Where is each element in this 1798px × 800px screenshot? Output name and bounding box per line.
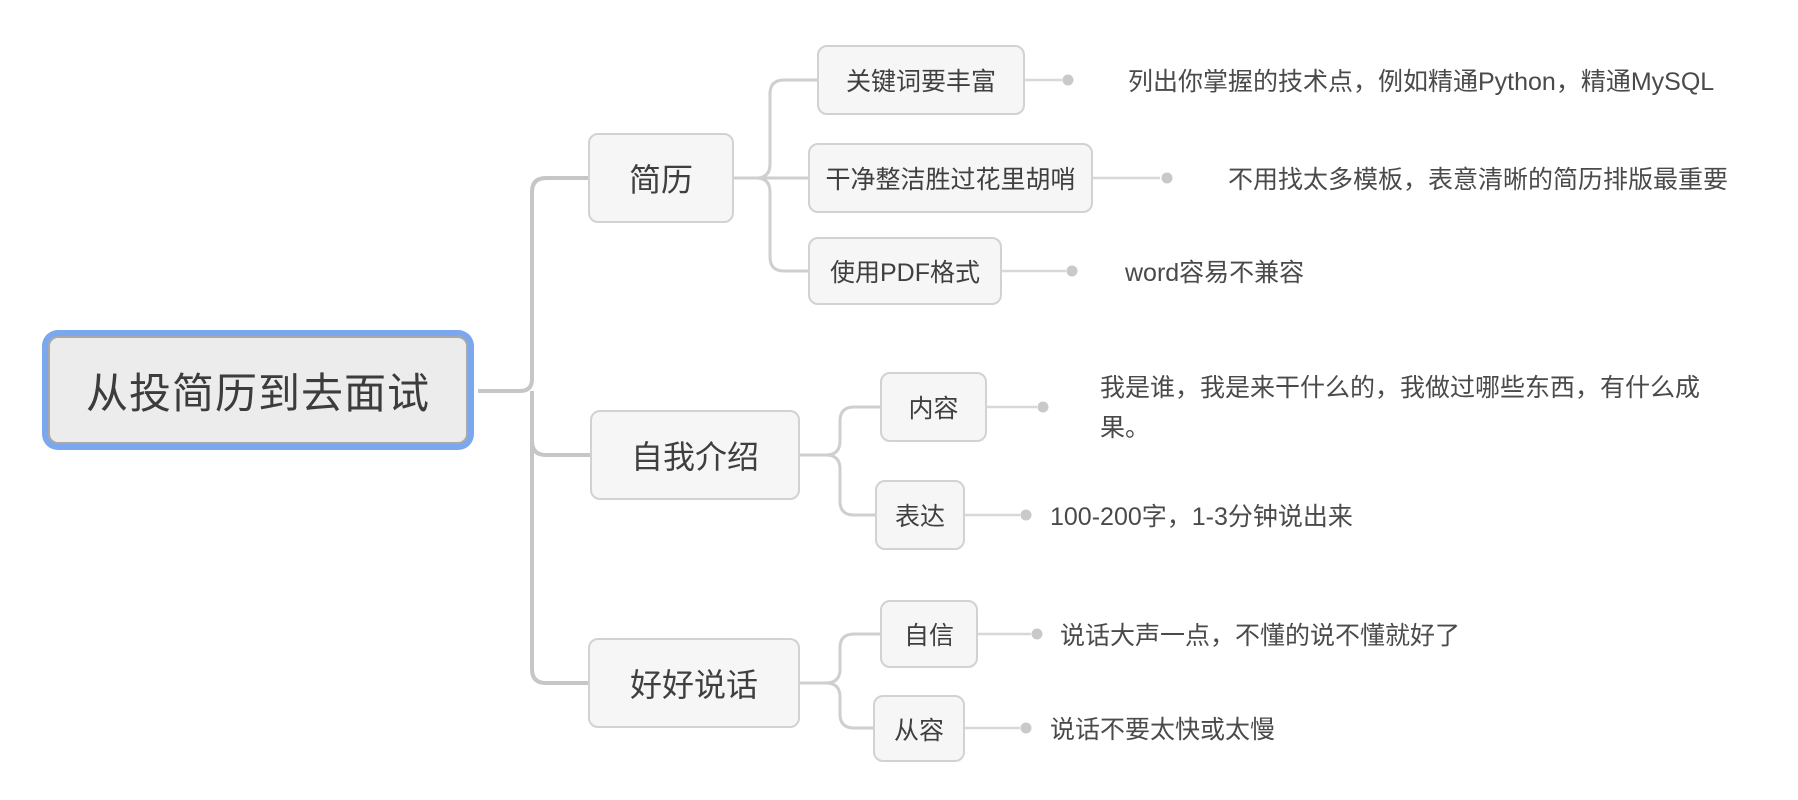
note-composure[interactable]: 说话不要太快或太慢: [1050, 716, 1276, 744]
sub-topic-confidence[interactable]: 自信: [880, 600, 978, 668]
root-topic[interactable]: 从投简历到去面试: [48, 336, 468, 444]
sub-topic-clean-layout[interactable]: 干净整洁胜过花里胡哨: [808, 143, 1093, 213]
sub-topic-expression[interactable]: 表达: [875, 480, 965, 550]
branch-topic-self-intro[interactable]: 自我介绍: [590, 410, 800, 500]
note-pdf-format[interactable]: word容易不兼容: [1125, 259, 1305, 287]
sub-branch-connectors: [734, 78, 880, 730]
note-confidence[interactable]: 说话大声一点，不懂的说不懂就好了: [1060, 622, 1461, 650]
branch-topic-resume[interactable]: 简历: [588, 133, 734, 223]
sub-topic-pdf-format[interactable]: 使用PDF格式: [808, 237, 1002, 305]
leaf-dots: [1020, 74, 1173, 734]
leaf-connectors: [965, 78, 1160, 730]
sub-topic-composure[interactable]: 从容: [873, 695, 965, 762]
sub-topic-content[interactable]: 内容: [880, 372, 987, 442]
note-clean-layout[interactable]: 不用找太多模板，表意清晰的简历排版最重要: [1228, 166, 1729, 194]
note-keywords[interactable]: 列出你掌握的技术点，例如精通Python，精通MySQL: [1128, 68, 1715, 96]
note-expression[interactable]: 100-200字，1-3分钟说出来: [1050, 503, 1353, 531]
main-branch-connectors: [478, 176, 590, 685]
branch-topic-speak-well[interactable]: 好好说话: [588, 638, 800, 728]
note-content[interactable]: 我是谁，我是来干什么的，我做过哪些东西，有什么成果。: [1100, 374, 1701, 442]
sub-topic-keywords[interactable]: 关键词要丰富: [817, 45, 1025, 115]
